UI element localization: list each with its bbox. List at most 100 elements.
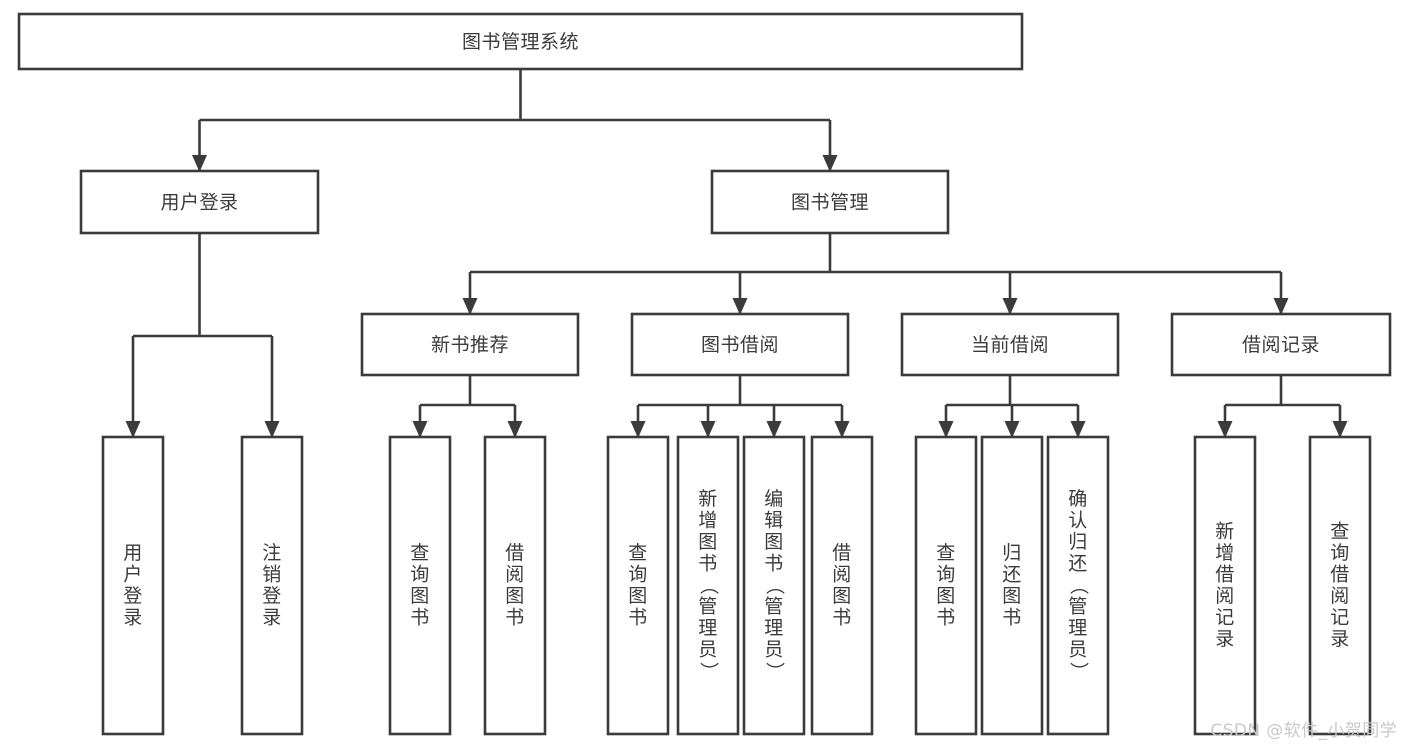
node-box-current-borrow (900, 312, 1120, 377)
node-label-char: 书 (832, 606, 852, 628)
node-box-leaf-current-return-book (980, 435, 1044, 736)
node-new-book-recommend[interactable]: 新书推荐 (360, 312, 580, 377)
node-current-borrow[interactable]: 当前借阅 (900, 312, 1120, 377)
node-label-char: （ (1068, 576, 1090, 596)
node-label-char: 询 (936, 563, 956, 585)
node-label-char: 书 (410, 606, 430, 628)
node-label-char: 理 (764, 617, 784, 639)
node-label-char: 询 (410, 563, 430, 585)
node-box-leaf-user-login (101, 435, 165, 736)
node-label-char: 图 (764, 531, 784, 553)
node-label-char: 阅 (1330, 585, 1350, 607)
node-label-char: 书 (936, 606, 956, 628)
node-box-leaf-record-add (1193, 435, 1257, 736)
node-label-char: 确 (1068, 488, 1088, 510)
node-label-char: 新 (698, 488, 718, 510)
node-label-char: 用 (123, 542, 143, 564)
node-label-char: 阅 (832, 563, 852, 585)
node-box-leaf-record-query (1308, 435, 1372, 736)
node-label-char: 录 (123, 606, 143, 628)
node-box-leaf-current-confirm-return (1046, 435, 1110, 736)
node-label-char: 录 (262, 606, 282, 628)
arrow-head-icon (507, 421, 523, 438)
node-box-leaf-borrow-edit-book (742, 435, 806, 736)
node-label-new-book-recommend: 新书推荐 (431, 334, 509, 356)
node-box-book-borrow (630, 312, 850, 377)
node-box-leaf-user-logout (240, 435, 304, 736)
node-label-char: 归 (1068, 531, 1088, 553)
connector-layer (125, 69, 1348, 438)
node-label-char: 登 (262, 585, 282, 607)
arrow-head-icon (766, 421, 782, 438)
node-label-char: 增 (1215, 542, 1235, 564)
node-label-char: 图 (698, 531, 718, 553)
node-label-char: 图 (410, 585, 430, 607)
node-leaf-user-login[interactable]: 用户登录 (101, 435, 165, 736)
arrow-head-icon (630, 421, 646, 438)
node-label-char: 员 (764, 639, 784, 661)
node-label-char: 图 (628, 585, 648, 607)
node-box-leaf-borrow-add-book (676, 435, 740, 736)
arrow-head-icon (1070, 421, 1086, 438)
arrow-head-icon (1004, 421, 1020, 438)
node-label-char: （ (764, 576, 786, 596)
arrow-head-icon (938, 421, 954, 438)
node-box-new-book-recommend (360, 312, 580, 377)
node-label-char: 登 (123, 585, 143, 607)
node-label-char: ） (698, 662, 720, 682)
node-label-char: 理 (1068, 617, 1088, 639)
node-label-char: 图 (936, 585, 956, 607)
node-label-char: 查 (410, 542, 430, 564)
node-box-leaf-recommend-query-book (388, 435, 452, 736)
node-label-char: 管 (698, 596, 718, 618)
node-label-char: 记 (1330, 606, 1350, 628)
node-label-book-borrow: 图书借阅 (701, 334, 779, 356)
node-label-char: 借 (1215, 563, 1235, 585)
node-user-login[interactable]: 用户登录 (79, 169, 320, 235)
node-book-borrow[interactable]: 图书借阅 (630, 312, 850, 377)
node-root[interactable]: 图书管理系统 (17, 12, 1024, 71)
node-label-char: 书 (764, 553, 784, 575)
node-label-char: 图 (1002, 585, 1022, 607)
node-label-char: 注 (262, 542, 282, 564)
node-box-leaf-borrow-query-book (606, 435, 670, 736)
node-label-char: 书 (698, 553, 718, 575)
arrow-head-icon (822, 155, 838, 172)
node-box-leaf-current-query-book (914, 435, 978, 736)
node-label-char: 记 (1215, 606, 1235, 628)
node-book-management[interactable]: 图书管理 (710, 169, 950, 235)
node-label-char: 询 (628, 563, 648, 585)
node-borrow-record[interactable]: 借阅记录 (1170, 312, 1392, 377)
node-label-user-login: 用户登录 (160, 192, 238, 214)
node-label-char: 员 (698, 639, 718, 661)
node-label-char: 增 (698, 510, 718, 532)
node-label-char: 询 (1330, 542, 1350, 564)
node-label-char: 查 (936, 542, 956, 564)
node-label-char: 还 (1002, 563, 1022, 585)
node-label-char: 录 (1215, 628, 1235, 650)
node-box-root (17, 12, 1024, 71)
arrow-head-icon (732, 298, 748, 315)
arrow-head-icon (412, 421, 428, 438)
node-label-char: 图 (505, 585, 525, 607)
node-box-leaf-borrow-borrow-book (810, 435, 874, 736)
arrow-head-icon (1273, 298, 1289, 315)
arrow-head-icon (125, 421, 141, 438)
arrow-head-icon (700, 421, 716, 438)
node-box-borrow-record (1170, 312, 1392, 377)
node-label-char: 借 (505, 542, 525, 564)
